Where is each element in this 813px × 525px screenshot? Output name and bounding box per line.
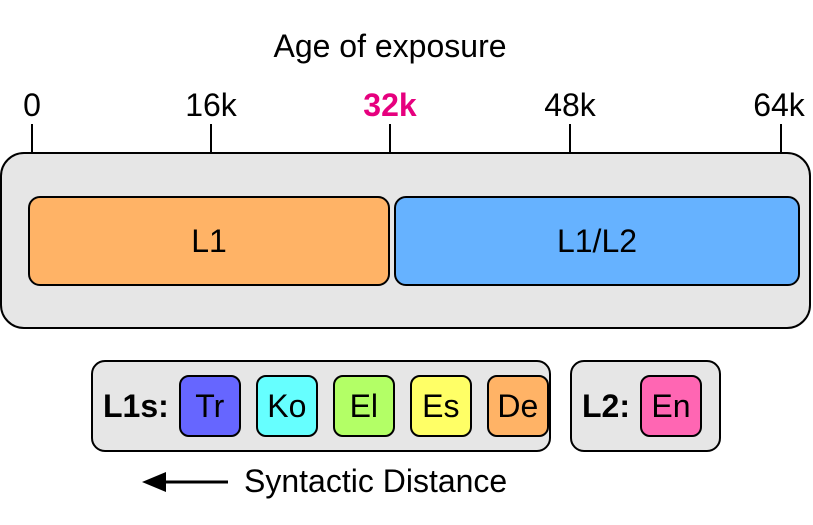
tick-mark-48k: [569, 124, 571, 152]
phase-l1l2-label: L1/L2: [556, 222, 638, 259]
language-el: El: [332, 375, 395, 437]
l2-languages-group: L2: En: [570, 360, 721, 452]
tick-label-64k: 64k: [753, 87, 805, 123]
diagram-title: Age of exposure: [273, 28, 507, 64]
tick-mark-0: [31, 124, 33, 152]
l1-group-label: L1s:: [103, 387, 169, 424]
phase-l1-label: L1: [191, 222, 227, 259]
tick-label-16k: 16k: [185, 87, 237, 123]
tick-mark-16k: [210, 124, 212, 152]
language-es: Es: [409, 375, 472, 437]
phase-l1-box: L1: [28, 196, 390, 286]
tick-label-48k: 48k: [544, 87, 596, 123]
l2-group-label: L2:: [582, 387, 630, 424]
tick-label-0: 0: [23, 87, 41, 123]
syntactic-distance-caption: Syntactic Distance: [244, 463, 508, 499]
tick-label-32k: 32k: [363, 87, 417, 123]
left-arrow-icon: [142, 472, 228, 492]
language-ko: Ko: [255, 375, 318, 437]
language-tr: Tr: [178, 375, 241, 437]
phase-l1l2-box: L1/L2: [394, 196, 800, 286]
tick-mark-32k: [389, 124, 391, 152]
l1-languages-group: L1s: Tr Ko El Es De: [91, 360, 551, 452]
language-en: En: [640, 375, 702, 437]
tick-mark-64k: [780, 124, 782, 152]
language-de: De: [486, 375, 549, 437]
